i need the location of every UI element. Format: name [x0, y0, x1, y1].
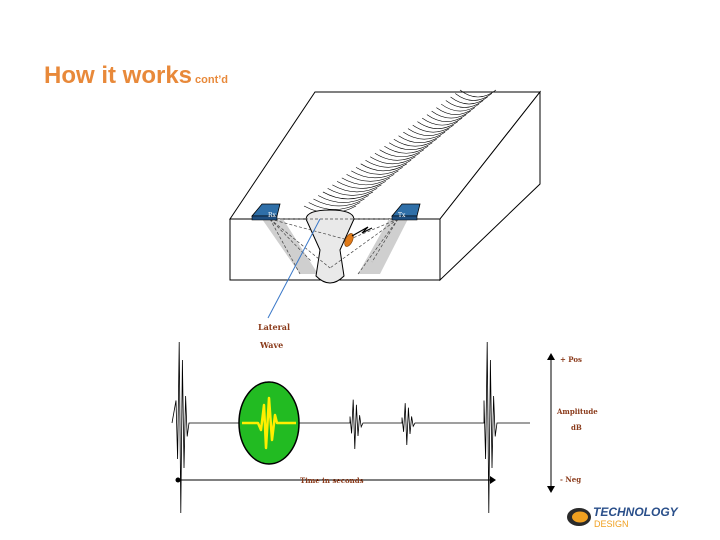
weld-ripple	[417, 121, 458, 129]
weld-ripple	[336, 181, 386, 189]
weld-ripple	[431, 110, 471, 119]
weld-ripple	[318, 195, 369, 203]
weld-ripple	[403, 131, 446, 140]
weld-cross-section	[305, 209, 355, 284]
beam-left	[262, 219, 318, 274]
amplitude-label-1: Amplitude	[556, 407, 598, 416]
weld-ripple	[322, 191, 374, 200]
title-main: How it works	[44, 62, 193, 89]
time-axis	[175, 476, 496, 484]
weld-ripple	[450, 96, 488, 105]
probe-right-label: Tx	[398, 212, 406, 219]
weld-ripple	[398, 135, 442, 143]
weld-ripple	[459, 89, 497, 98]
weld-ripple	[436, 107, 475, 115]
weld-ripple	[308, 202, 361, 210]
weld-block: Rx Tx	[229, 89, 542, 319]
beam-right	[358, 219, 408, 274]
pos-label: + Pos	[560, 355, 582, 364]
weld-ripple	[365, 160, 412, 168]
weld-ripple	[393, 138, 437, 147]
signal-indicator	[238, 381, 300, 465]
signal-trace	[171, 341, 530, 514]
defect	[344, 233, 354, 247]
weld-ripple	[327, 188, 378, 196]
probe-left-label: Rx	[268, 212, 277, 219]
weld-ripple	[455, 93, 492, 101]
weld-ripple	[388, 142, 433, 151]
amplitude-label-2: dB	[571, 423, 582, 432]
weld-ripple	[341, 177, 391, 186]
weld-ripple	[313, 198, 365, 207]
lateral-wave-label-1: Lateral	[258, 322, 290, 332]
weld-ripple	[351, 170, 399, 179]
weld-ripple	[412, 124, 454, 133]
technology-design-logo: TECHNOLOGY DESIGN	[567, 505, 679, 529]
time-label: Time in seconds	[300, 476, 364, 485]
weld-ripple	[440, 103, 480, 112]
weld-bead	[303, 89, 497, 214]
logo-swoosh-orange	[572, 511, 588, 523]
weld-ripple	[445, 100, 484, 108]
weld-ripple	[407, 128, 450, 136]
weld-ripple	[384, 145, 429, 154]
probe-left: Rx	[251, 203, 281, 221]
probe-right: Tx	[391, 203, 421, 221]
weld-ripple	[360, 163, 408, 172]
amplitude-axis	[547, 353, 555, 493]
weld-ripple	[422, 117, 463, 126]
weld-ripple	[379, 149, 425, 158]
logo-sub: DESIGN	[594, 519, 629, 529]
weld-ripple	[374, 153, 420, 161]
weld-ripple	[332, 184, 382, 193]
neg-label: - Neg	[560, 475, 581, 484]
defect-crack	[351, 226, 373, 237]
weld-ripple	[355, 167, 403, 175]
lateral-wave-pointer	[267, 218, 321, 319]
lateral-wave-label-2: Wave	[259, 340, 283, 350]
beam-rays	[269, 218, 399, 275]
weld-ripple	[370, 156, 416, 165]
weld-ripple	[426, 114, 467, 122]
title-suffix: cont’d	[195, 74, 229, 86]
weld-ripple	[346, 174, 395, 182]
logo-name: TECHNOLOGY	[593, 505, 679, 519]
